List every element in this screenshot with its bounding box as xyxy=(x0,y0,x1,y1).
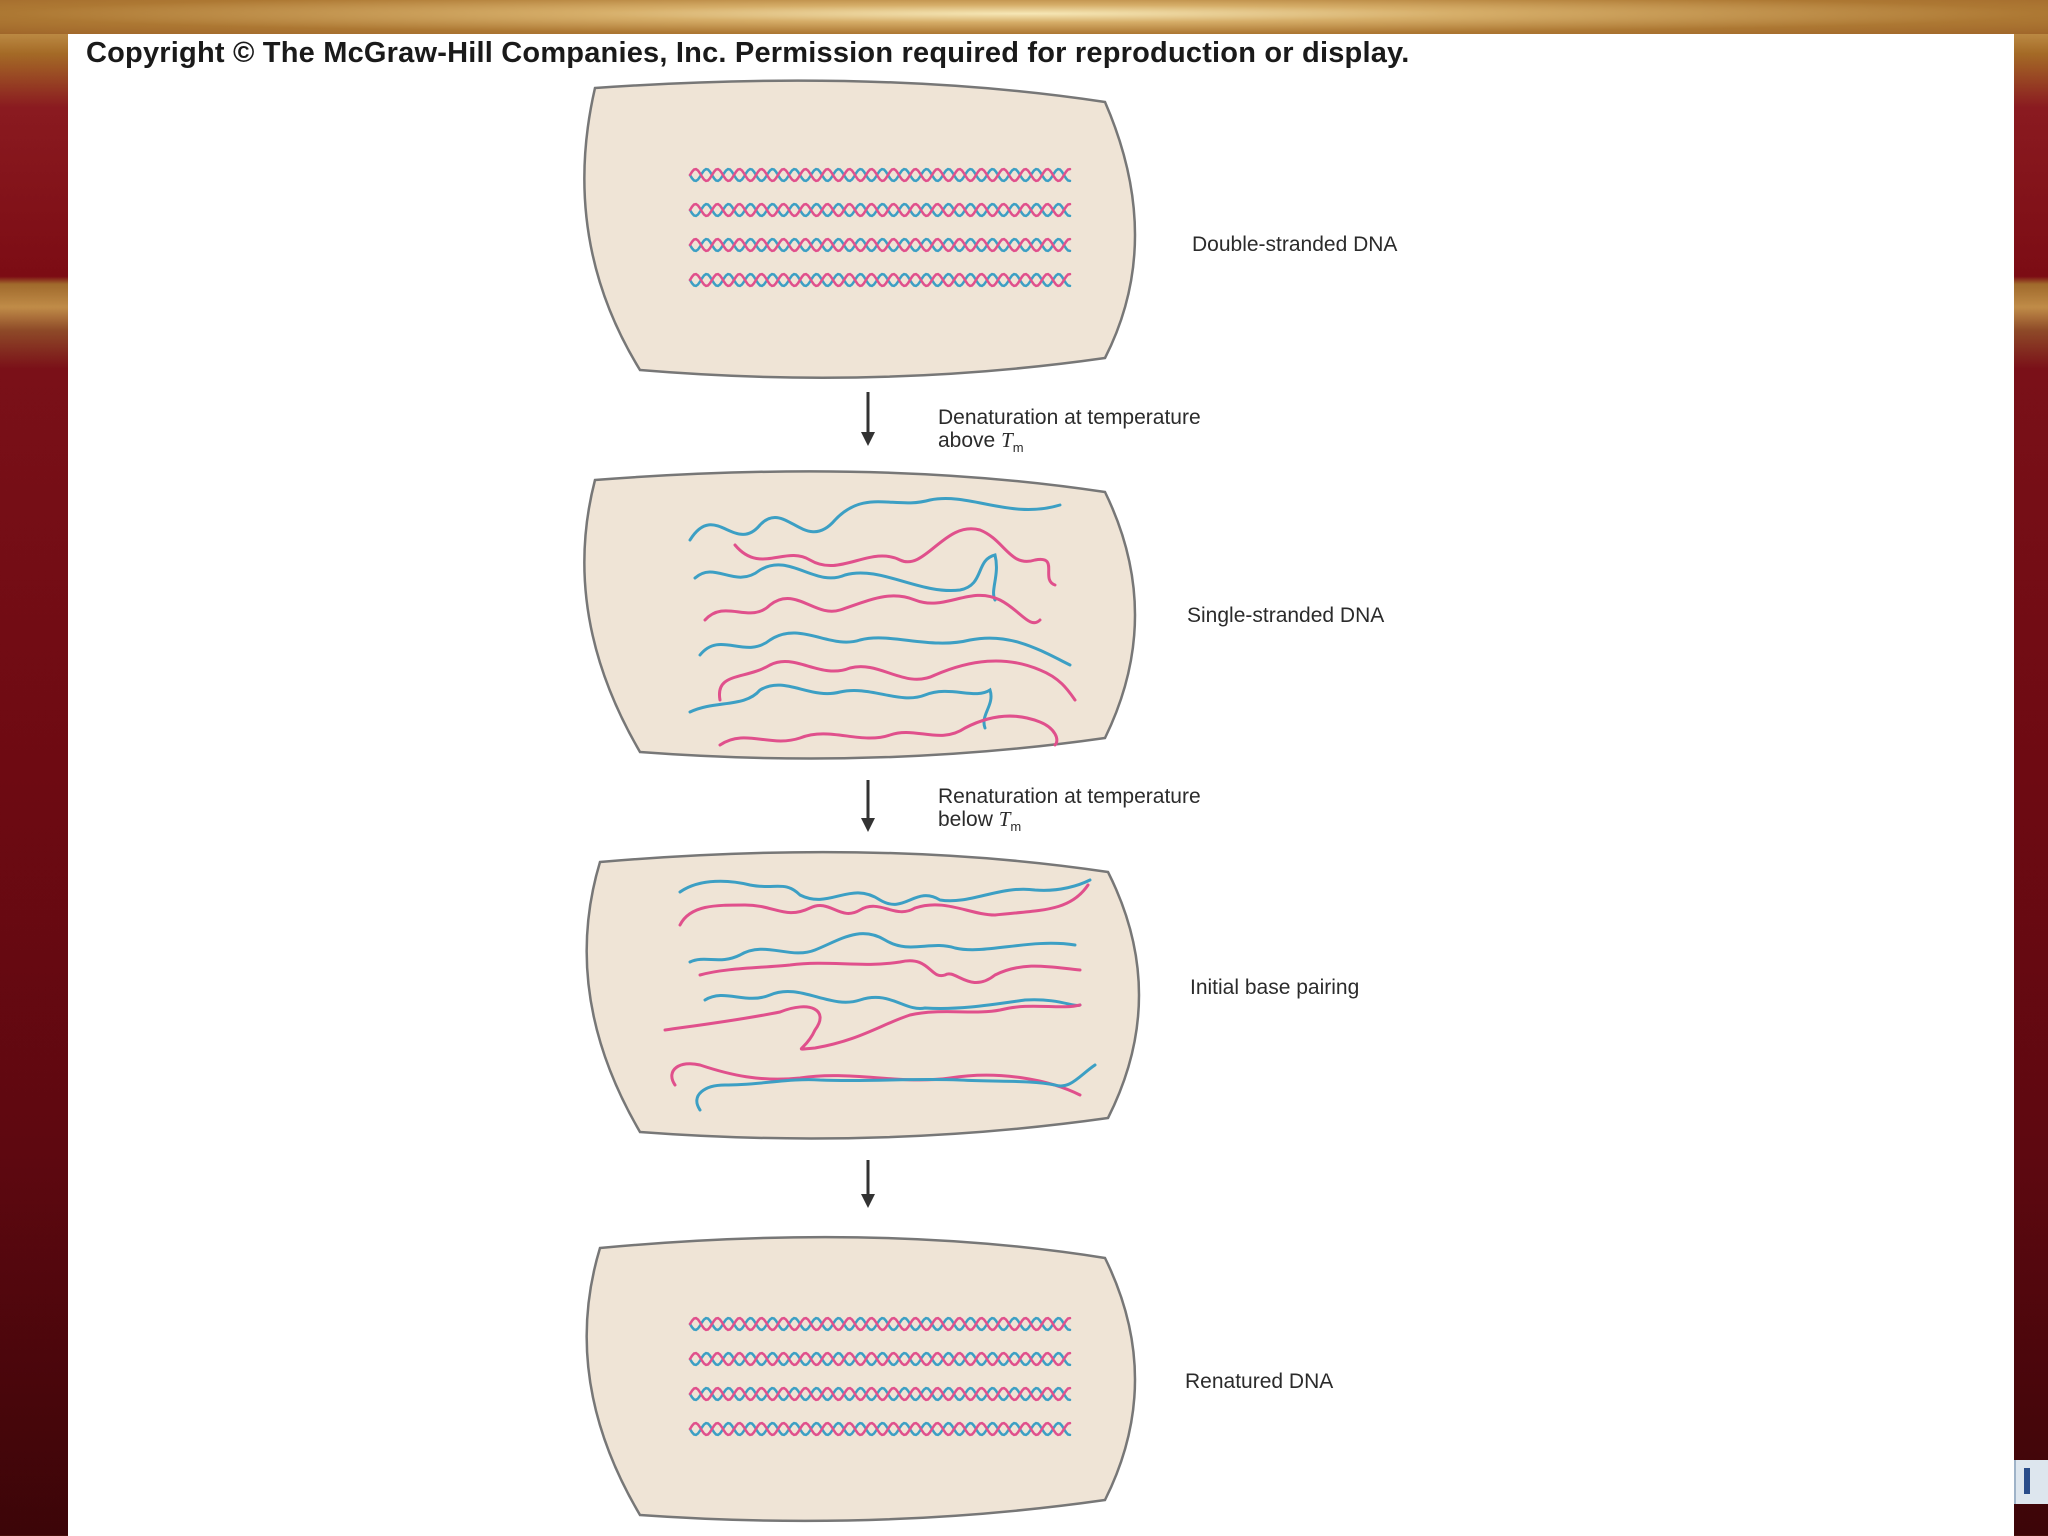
label-single-stranded-dna: Single-stranded DNA xyxy=(1187,604,1385,627)
helix-2-pink-strand xyxy=(688,202,1072,218)
strands-initial-base-pairing xyxy=(663,878,1097,1112)
slide-nav-tab[interactable] xyxy=(2014,1460,2048,1504)
helix-2-blue-strand xyxy=(688,202,1072,218)
helix-group-double-stranded xyxy=(688,167,1072,288)
step-renaturation-line1: Renaturation at temperature xyxy=(938,785,1201,808)
helix-group-renatured xyxy=(688,1316,1072,1437)
step-renaturation-line2: below Tm xyxy=(938,807,1022,835)
helix-1-blue-strand xyxy=(688,167,1072,183)
helix-3-blue-strand xyxy=(688,237,1072,253)
strands-single-stranded xyxy=(688,497,1077,747)
renatured-helix-4-pink-strand xyxy=(688,1421,1072,1437)
label-renatured-dna: Renatured DNA xyxy=(1185,1370,1334,1393)
helix-3-pink-strand xyxy=(688,237,1072,253)
tube-initial-base-pairing xyxy=(585,850,1141,1140)
renatured-helix-3-pink-strand xyxy=(688,1386,1072,1402)
helix-1-pink-strand xyxy=(688,167,1072,183)
renatured-helix-2-pink-strand xyxy=(688,1351,1072,1367)
step-denaturation-line1: Denaturation at temperature xyxy=(938,406,1201,429)
tube-single-stranded xyxy=(583,470,1137,760)
renatured-helix-1-pink-strand xyxy=(688,1316,1072,1332)
copyright-notice: Copyright © The McGraw-Hill Companies, I… xyxy=(86,37,1410,69)
arrow-final xyxy=(861,1160,875,1208)
slide-top-band xyxy=(0,0,2048,34)
helix-4-pink-strand xyxy=(688,272,1072,288)
label-double-stranded-dna: Double-stranded DNA xyxy=(1192,233,1398,256)
arrow-renaturation xyxy=(861,780,875,832)
renatured-helix-2-blue-strand xyxy=(688,1351,1072,1367)
renatured-helix-4-blue-strand xyxy=(688,1421,1072,1437)
renatured-helix-3-blue-strand xyxy=(688,1386,1072,1402)
label-initial-base-pairing: Initial base pairing xyxy=(1190,976,1360,999)
step-renaturation-label: Renaturation at temperature below Tm xyxy=(938,786,1201,838)
step-denaturation-line2: above Tm xyxy=(938,428,1024,456)
tube-renatured xyxy=(585,1235,1137,1523)
renatured-helix-1-blue-strand xyxy=(688,1316,1072,1332)
tube-double-stranded xyxy=(583,79,1137,379)
arrow-denaturation xyxy=(861,392,875,446)
helix-4-blue-strand xyxy=(688,272,1072,288)
step-denaturation-label: Denaturation at temperature above Tm xyxy=(938,407,1201,459)
